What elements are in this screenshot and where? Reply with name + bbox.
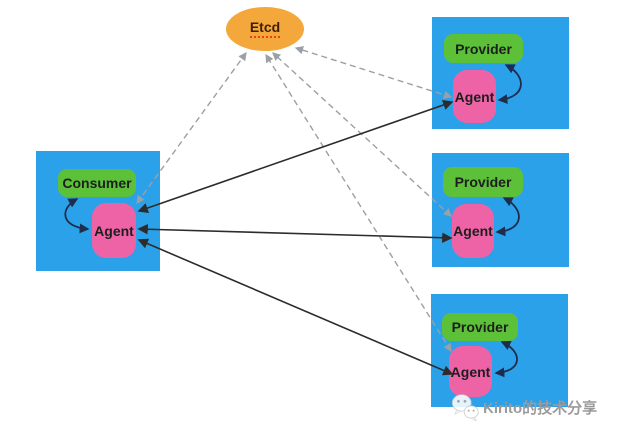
consumer-node: Consumer (58, 169, 136, 197)
solid-arrow-agent-provider3 (137, 238, 454, 376)
watermark-text: Kirito的技术分享 (483, 399, 598, 417)
provider-agent-node-1: Agent (453, 70, 496, 123)
consumer-agent-label: Agent (94, 222, 134, 239)
provider-label-3: Provider (451, 319, 509, 335)
solid-invoke-arrows (137, 99, 454, 376)
consumer-label: Consumer (62, 175, 132, 191)
provider-group-box-3: Provider Agent (431, 294, 568, 407)
etcd-registry-node: Etcd (226, 7, 304, 51)
provider-agent-label-1: Agent (454, 88, 495, 105)
watermark: Kirito的技术分享 (451, 392, 597, 422)
provider-node-3: Provider (442, 313, 518, 341)
provider-group-box-1: Provider Agent (432, 17, 569, 129)
dashed-arrow-provider3-agent-etcd (265, 53, 452, 353)
provider-agent-label-3: Agent (450, 363, 491, 380)
consumer-agent-node: Agent (92, 203, 136, 258)
provider-node-2: Provider (443, 167, 523, 197)
provider-node-1: Provider (444, 34, 523, 63)
solid-arrow-agent-provider1 (137, 99, 454, 214)
dashed-registry-arrows (136, 46, 453, 353)
provider-agent-label-2: Agent (453, 223, 493, 239)
etcd-label: Etcd (249, 20, 281, 38)
provider-label-1: Provider (455, 40, 512, 57)
solid-arrow-agent-provider2 (137, 224, 453, 243)
provider-group-box-2: Provider Agent (432, 153, 569, 267)
dashed-arrow-provider2-agent-etcd (272, 52, 452, 217)
consumer-group-box: Consumer Agent (36, 151, 160, 271)
provider-agent-node-2: Agent (452, 204, 494, 258)
dashed-arrow-provider1-agent-etcd (294, 46, 453, 99)
wechat-icon (451, 394, 479, 422)
provider-label-2: Provider (454, 174, 512, 190)
provider-agent-node-3: Agent (449, 346, 492, 397)
